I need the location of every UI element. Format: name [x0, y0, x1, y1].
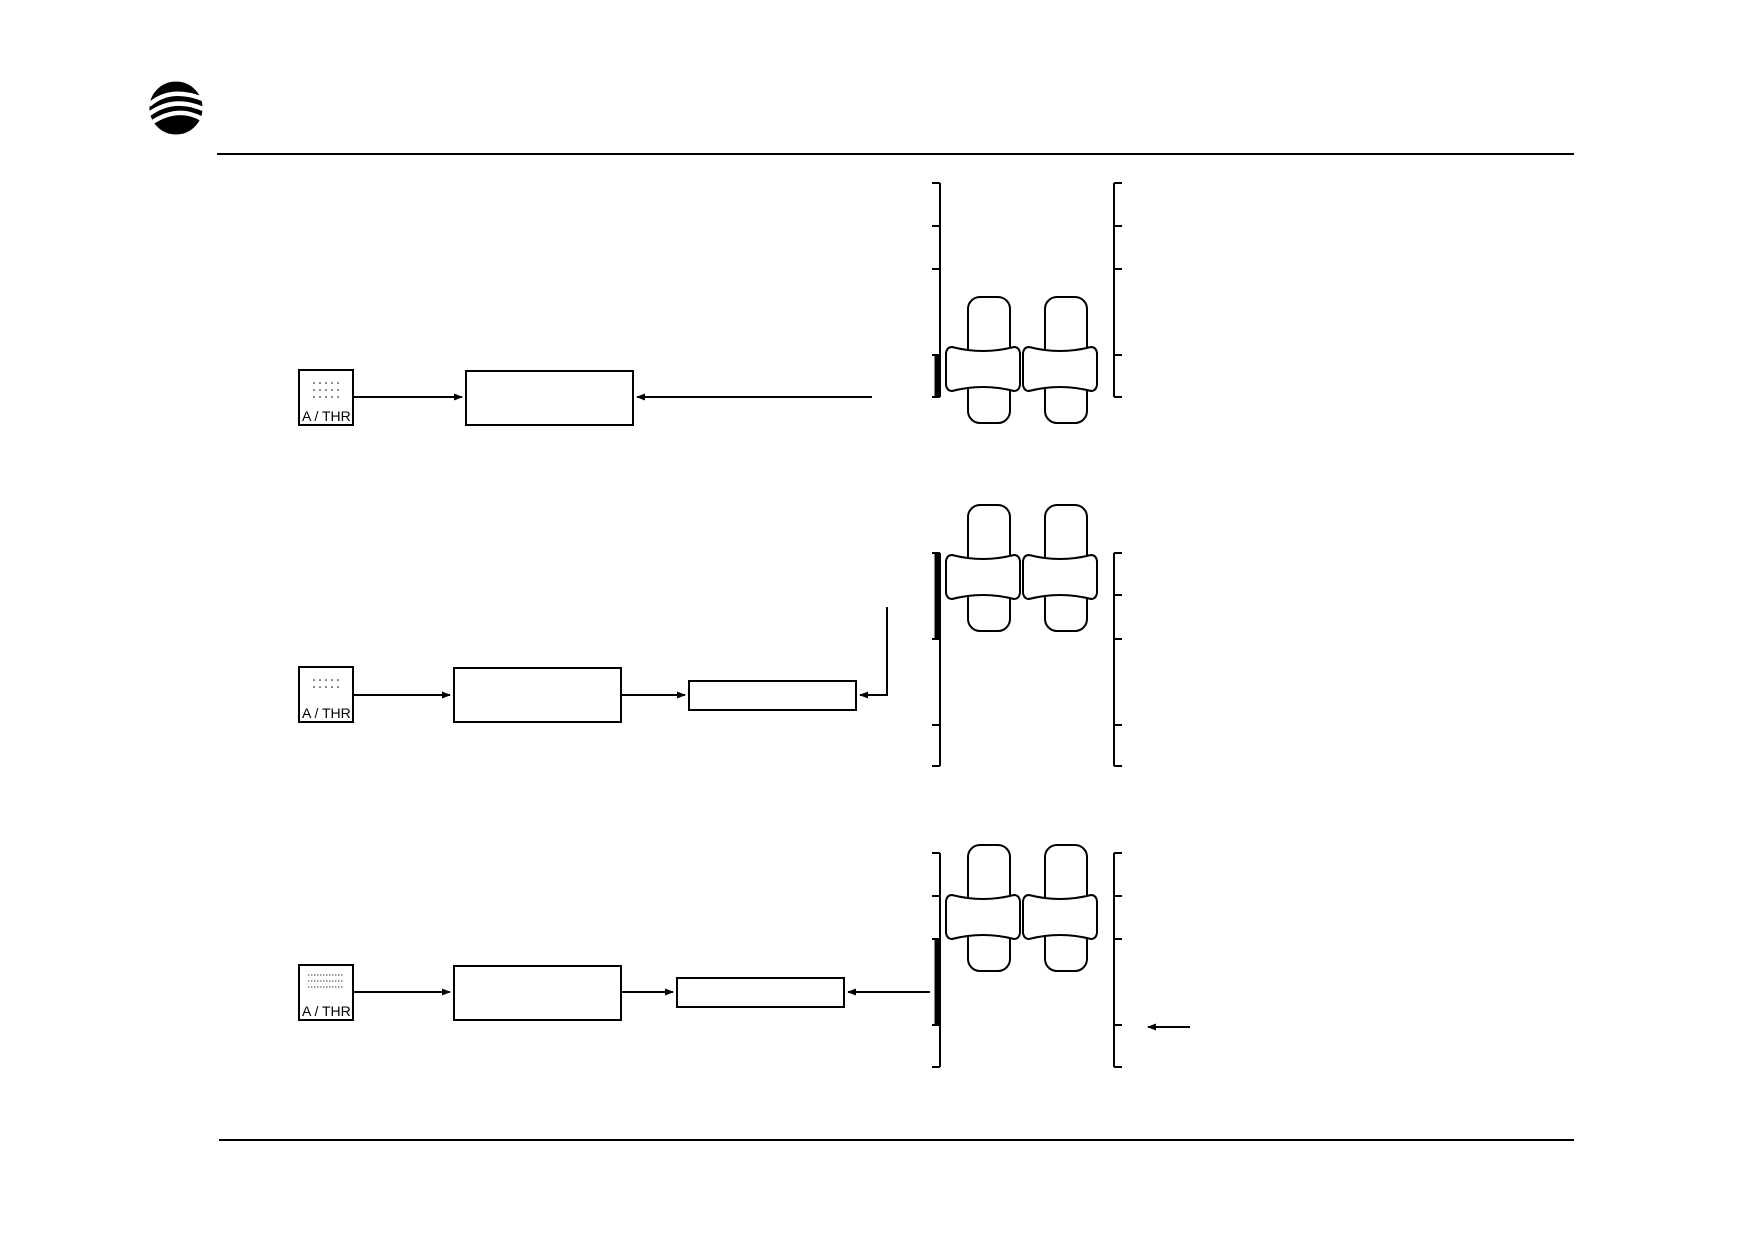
thrust-lever-2[interactable]: [1022, 296, 1098, 424]
thrust-quadrant-scale-right: [1113, 182, 1122, 398]
athr-light-dots: [313, 679, 339, 688]
thrust-lever-1[interactable]: [945, 296, 1021, 424]
panel-1: A / THR: [298, 182, 1122, 426]
detent-box: [676, 977, 845, 1008]
athr-pushbutton-1[interactable]: A / THR: [298, 369, 354, 426]
thrust-lever-2[interactable]: [1022, 844, 1098, 972]
athr-label: A / THR: [302, 705, 351, 721]
thrust-lever-1[interactable]: [945, 844, 1021, 972]
athr-pushbutton-3[interactable]: A / THR: [298, 964, 354, 1021]
arrow-lever-to-detent-box: [859, 607, 888, 699]
thrust-lever-1[interactable]: [945, 504, 1021, 632]
mode-box: [453, 667, 622, 723]
panel-3: A / THR: [298, 844, 1190, 1068]
mode-box: [465, 370, 634, 426]
thrust-quadrant-scale-right: [1113, 852, 1122, 1068]
mode-box: [453, 965, 622, 1021]
athr-label: A / THR: [302, 1003, 351, 1019]
panel-2: A / THR: [298, 504, 1122, 767]
thrust-quadrant-scale-right: [1113, 552, 1122, 767]
detent-box: [688, 680, 857, 711]
company-logo-icon: [147, 80, 204, 136]
athr-pushbutton-2[interactable]: A / THR: [298, 666, 354, 723]
athr-light-dots: [313, 382, 339, 398]
thrust-lever-2[interactable]: [1022, 504, 1098, 632]
athr-light-dashes: [308, 974, 344, 988]
athr-label: A / THR: [302, 408, 351, 424]
